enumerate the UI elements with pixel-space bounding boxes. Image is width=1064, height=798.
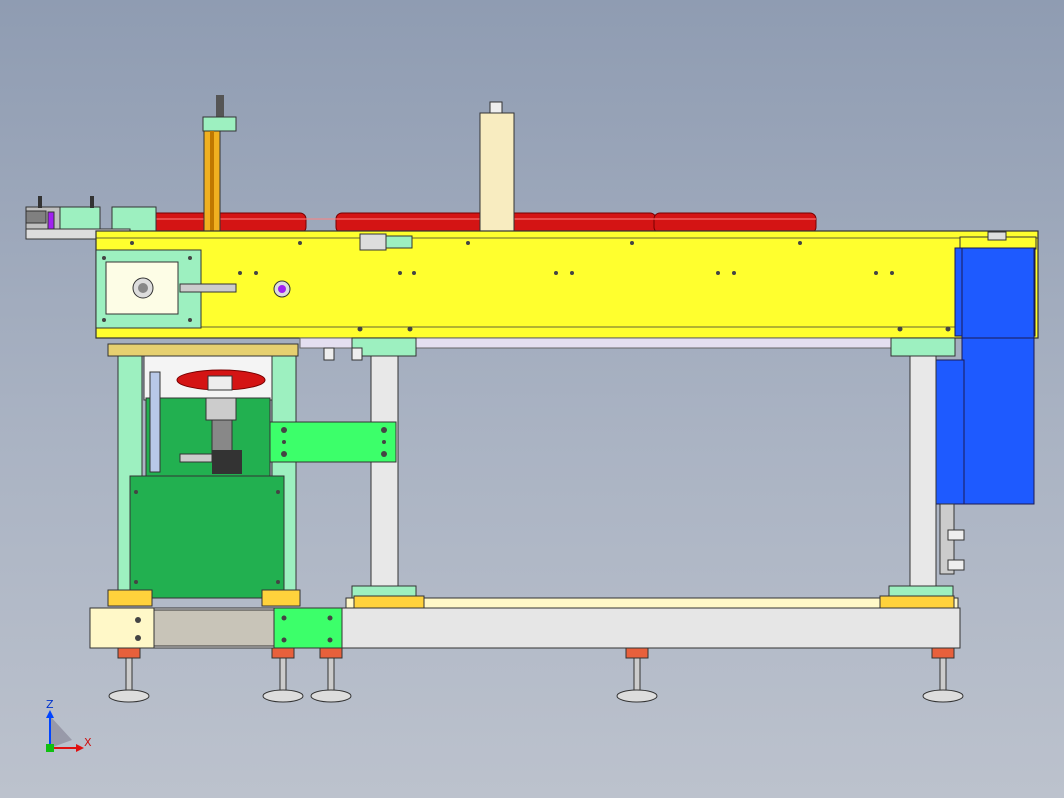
base-frame	[89, 595, 961, 649]
foot-5	[922, 647, 964, 703]
center-upright-post	[479, 101, 515, 247]
main-yellow-frame	[95, 230, 1039, 339]
leveling-feet	[108, 647, 964, 703]
left-gripper-assembly	[25, 196, 157, 240]
support-columns	[323, 337, 956, 599]
foot-4	[616, 647, 658, 703]
left-cabinet	[107, 343, 301, 607]
green-bracket-arm	[269, 421, 397, 463]
foot-1	[108, 647, 150, 703]
axis-triad[interactable]: Z X	[46, 698, 92, 752]
foot-2	[262, 647, 304, 703]
foot-3	[310, 647, 352, 703]
z-axis-label: Z	[46, 698, 54, 711]
x-axis-label: X	[84, 736, 92, 749]
blue-motor-housing	[935, 231, 1037, 575]
